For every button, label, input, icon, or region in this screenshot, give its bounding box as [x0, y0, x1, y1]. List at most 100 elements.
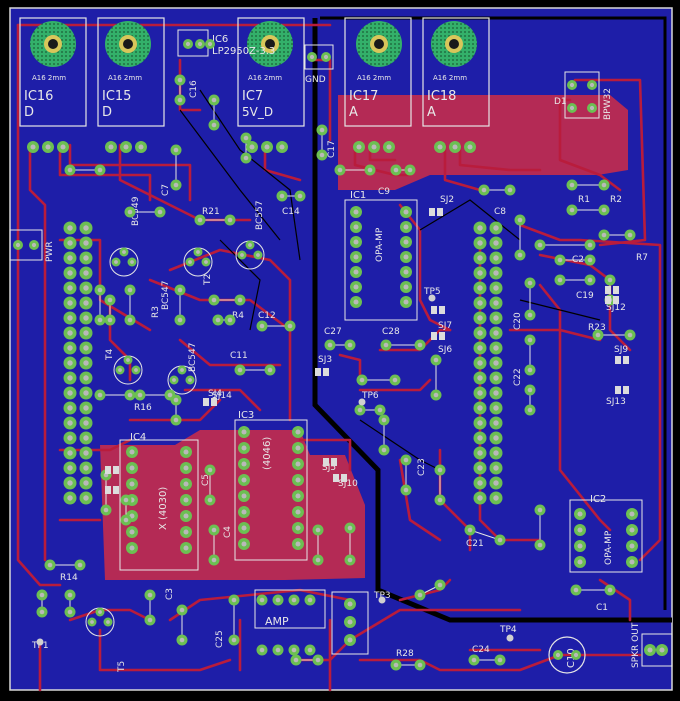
passive-component[interactable] — [94, 389, 136, 401]
passive-component[interactable] — [234, 364, 276, 376]
passive-component[interactable] — [208, 524, 220, 566]
passive-component[interactable] — [36, 589, 48, 618]
pwr-connector[interactable]: PWR — [9, 229, 55, 262]
test-point[interactable] — [358, 398, 366, 406]
passive-component[interactable] — [174, 284, 186, 326]
passive-component[interactable] — [554, 254, 596, 266]
solder-jumper[interactable] — [429, 208, 443, 216]
passive-component[interactable] — [104, 294, 116, 326]
regulator-ic16[interactable]: A16 2mm IC16 D — [19, 17, 87, 127]
passive-component[interactable] — [566, 179, 610, 191]
passive-component[interactable] — [468, 654, 506, 666]
passive-component[interactable] — [344, 522, 356, 566]
solder-pad — [626, 540, 638, 552]
passive-component[interactable] — [120, 494, 132, 526]
passive-component[interactable] — [380, 339, 426, 351]
passive-component[interactable] — [64, 164, 106, 176]
test-point[interactable] — [378, 596, 386, 604]
passive-component[interactable] — [212, 314, 236, 326]
speaker-capacitor-c10[interactable] — [548, 636, 586, 674]
solder-jumper[interactable] — [605, 286, 619, 294]
passive-component[interactable] — [208, 294, 246, 306]
c19-label: C19 — [576, 291, 594, 301]
passive-component[interactable] — [598, 229, 636, 241]
test-point[interactable] — [506, 634, 514, 642]
passive-component[interactable] — [334, 164, 376, 176]
passive-component[interactable] — [124, 284, 136, 326]
test-point[interactable] — [36, 638, 44, 646]
passive-component[interactable] — [170, 394, 182, 426]
solder-jumper[interactable] — [105, 486, 119, 494]
regulator-ic15[interactable]: A16 2mm IC15 D — [97, 17, 165, 127]
passive-component[interactable] — [534, 504, 546, 551]
solder-jumper[interactable] — [431, 306, 445, 314]
header-ic1[interactable] — [350, 206, 412, 308]
solder-jumper[interactable] — [333, 474, 347, 482]
passive-component[interactable] — [64, 589, 76, 618]
passive-component[interactable] — [414, 579, 446, 601]
regulator-ic17[interactable]: A16 2mm IC17 A — [344, 17, 412, 127]
regulator-ic7[interactable]: A16 2mm IC7 5V_D — [237, 17, 305, 127]
passive-component[interactable] — [356, 374, 401, 386]
regulator-ic18[interactable]: A16 2mm IC18 A — [422, 17, 490, 127]
passive-component[interactable] — [464, 524, 506, 546]
passive-component[interactable] — [354, 404, 386, 416]
passive-component[interactable] — [514, 214, 526, 261]
solder-jumper[interactable] — [431, 332, 445, 340]
d1-photodiode[interactable]: D1 BPW32 — [554, 71, 613, 120]
passive-component[interactable] — [276, 190, 306, 202]
passive-component[interactable] — [324, 339, 356, 351]
solder-jumper[interactable] — [323, 458, 337, 466]
solder-jumper[interactable] — [105, 466, 119, 474]
solder-jumper[interactable] — [615, 386, 629, 394]
ic2-label: IC2 — [590, 494, 606, 505]
passive-component[interactable] — [44, 559, 86, 571]
passive-component[interactable] — [566, 204, 610, 216]
amp-component[interactable]: AMP — [254, 589, 326, 629]
passive-component[interactable] — [312, 524, 324, 566]
passive-component[interactable] — [204, 464, 216, 506]
passive-component[interactable] — [240, 132, 252, 164]
passive-component[interactable] — [290, 654, 324, 666]
passive-component[interactable] — [400, 454, 412, 496]
passive-component[interactable] — [534, 239, 596, 251]
speaker-out-connector[interactable]: SPKR OUT — [631, 622, 673, 668]
passive-component[interactable] — [570, 584, 616, 596]
header-middle[interactable] — [473, 221, 503, 505]
passive-component[interactable] — [208, 94, 220, 131]
passive-component[interactable] — [554, 274, 596, 286]
solder-pad — [554, 254, 566, 266]
passive-component[interactable] — [592, 329, 636, 341]
header-ic2[interactable] — [574, 508, 638, 568]
solder-jumper[interactable] — [615, 356, 629, 364]
solder-jumper[interactable] — [315, 368, 329, 376]
passive-component[interactable] — [434, 464, 446, 506]
passive-component[interactable] — [176, 604, 188, 646]
passive-component[interactable] — [378, 414, 390, 456]
passive-component[interactable] — [524, 384, 536, 416]
passive-component[interactable] — [228, 594, 240, 646]
passive-component[interactable] — [256, 320, 296, 332]
passive-component[interactable] — [170, 144, 182, 191]
solder-jumper[interactable] — [605, 296, 619, 304]
test-point[interactable] — [428, 294, 436, 302]
passive-component[interactable] — [94, 284, 106, 326]
c10-pin — [571, 650, 581, 660]
passive-component[interactable] — [524, 277, 536, 321]
trimmer-pot[interactable] — [331, 591, 369, 655]
header-ic3[interactable] — [238, 426, 304, 550]
passive-component[interactable] — [524, 334, 536, 376]
passive-component[interactable] — [124, 206, 166, 218]
passive-component[interactable] — [430, 354, 442, 401]
passive-component[interactable] — [316, 124, 328, 161]
passive-component[interactable] — [174, 74, 186, 106]
solder-jumper[interactable] — [203, 398, 217, 406]
passive-component[interactable] — [390, 164, 416, 176]
solder-pad — [79, 341, 93, 355]
gnd-connector[interactable]: GND — [304, 44, 334, 85]
passive-component[interactable] — [194, 214, 236, 226]
passive-component[interactable] — [390, 659, 426, 671]
header-left[interactable] — [63, 221, 93, 505]
passive-component[interactable] — [144, 589, 156, 626]
passive-component[interactable] — [478, 184, 516, 196]
